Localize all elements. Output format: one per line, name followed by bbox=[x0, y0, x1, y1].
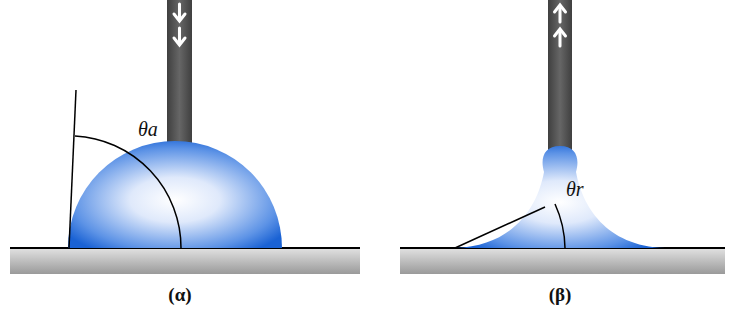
droplet bbox=[455, 146, 665, 248]
panel-label: (β) bbox=[549, 284, 572, 306]
needle bbox=[167, 0, 192, 150]
panel-label: (α) bbox=[168, 284, 191, 306]
angle-symbol: θa bbox=[138, 118, 158, 141]
needle bbox=[548, 0, 572, 155]
angle-symbol: θr bbox=[566, 178, 584, 201]
substrate bbox=[400, 248, 725, 274]
angle-mark bbox=[455, 204, 565, 248]
substrate bbox=[10, 248, 360, 274]
droplet bbox=[68, 141, 282, 248]
angle-mark bbox=[69, 90, 181, 248]
